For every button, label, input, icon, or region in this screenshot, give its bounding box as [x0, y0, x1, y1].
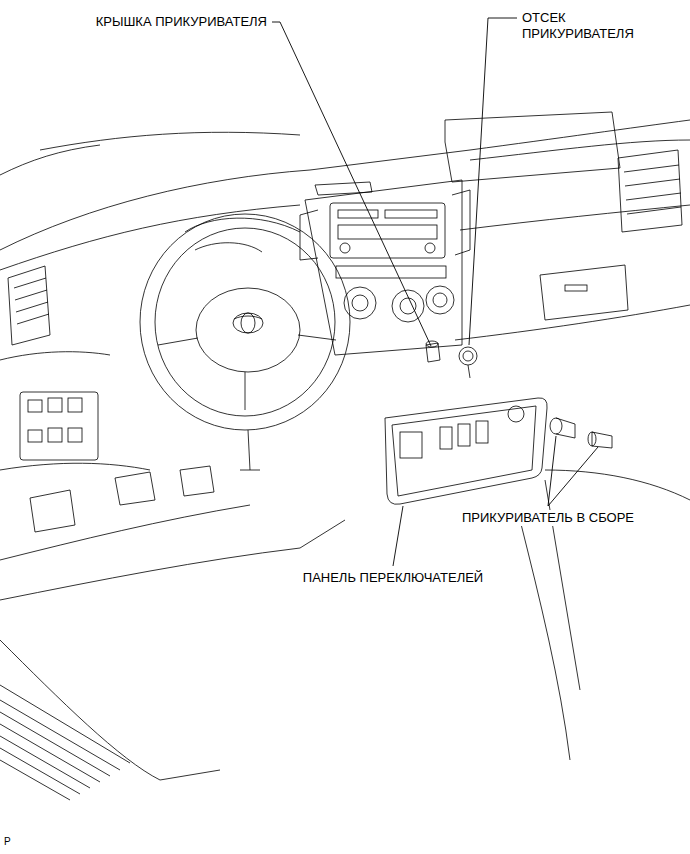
center-stack-part: [452, 190, 470, 255]
glove-box: [540, 265, 628, 320]
switch-panel-part: [400, 432, 422, 458]
steering-wheel-part: [196, 288, 300, 372]
dashboard-outline-part: [445, 112, 620, 182]
switch-panel-part: [476, 421, 488, 443]
left-switch-panel-part: [68, 428, 82, 442]
cigarette-lighter-parts-part: [550, 418, 562, 434]
dashboard-outline-part: [520, 520, 570, 760]
center-stack-part: [426, 286, 454, 314]
dashboard-outline-part: [160, 770, 220, 780]
leader-lines-part: [272, 22, 431, 346]
center-stack-part: [344, 287, 376, 319]
center-stack-part: [336, 266, 446, 278]
pedals-part: [180, 466, 214, 496]
steering-wheel-part: [240, 430, 260, 470]
leader-lines-part: [548, 436, 556, 506]
cigarette-lighter-parts: [426, 341, 612, 448]
center-stack-part: [340, 243, 350, 253]
pedals: [30, 466, 214, 532]
center-stack-part: [330, 203, 445, 258]
glove-box-part: [540, 265, 628, 320]
steering-wheel-part: [158, 335, 336, 410]
part-label: КРЫШКА ПРИКУРИВАТЕЛЯ: [95, 14, 268, 30]
center-stack-part: [305, 180, 462, 355]
air-vents-part: [618, 150, 682, 232]
air-vents-part: [8, 266, 50, 345]
dashboard-outline: [0, 112, 690, 780]
switch-panel-part: [440, 427, 452, 449]
glove-box-part: [565, 285, 587, 291]
cigarette-lighter-parts-part: [588, 432, 596, 446]
part-label: P: [3, 836, 12, 848]
leader-lines-part: [393, 506, 403, 566]
steering-wheel-part: [140, 214, 350, 430]
center-stack-part: [392, 290, 424, 322]
dashboard-outline-part: [545, 470, 690, 500]
center-stack-part: [352, 295, 368, 311]
steering-wheel: [140, 214, 350, 470]
left-switch-panel-part: [20, 392, 98, 460]
dashboard-outline-part: [315, 182, 372, 195]
center-stack-part: [385, 210, 437, 218]
cigarette-lighter-parts-part: [463, 351, 473, 361]
air-vents-part: [624, 165, 681, 214]
left-switch-panel-part: [28, 400, 42, 412]
air-vents: [8, 150, 682, 345]
cigarette-lighter-parts-part: [468, 365, 470, 378]
cigarette-lighter-parts-part: [426, 341, 438, 347]
steering-wheel-part: [185, 218, 300, 232]
steering-wheel-part: [195, 243, 262, 252]
center-stack-part: [300, 210, 318, 260]
floor-mat: [0, 685, 130, 800]
center-stack-part: [400, 298, 416, 314]
switch-panel-part: [508, 406, 524, 422]
dashboard-outline-part: [0, 352, 110, 360]
switch-panel-part: [458, 424, 470, 446]
dashboard-outline-part: [0, 120, 690, 250]
dashboard-outline-part: [455, 305, 690, 340]
dashboard-outline-part: [470, 140, 690, 160]
left-switch-panel-part: [68, 398, 82, 412]
dashboard-outline-part: [460, 205, 690, 230]
steering-wheel-part: [155, 228, 335, 416]
left-switch-panel-part: [48, 428, 62, 442]
center-stack-part: [338, 225, 437, 239]
cigarette-lighter-parts-part: [459, 347, 477, 365]
switch-panel-part: [392, 406, 536, 496]
center-stack-part: [338, 210, 378, 218]
left-switch-panel-part: [48, 398, 62, 412]
part-label: ОТСЕК ПРИКУРИВАТЕЛЯ: [521, 10, 651, 42]
cigarette-lighter-parts-part: [426, 343, 440, 362]
dashboard-outline-part: [0, 463, 150, 470]
left-switch-panel: [20, 392, 98, 460]
center-stack-part: [425, 243, 435, 253]
steering-wheel-part: [233, 313, 263, 333]
steering-wheel-part: [234, 316, 262, 319]
leader-lines-part: [548, 447, 598, 506]
dashboard-outline-part: [0, 548, 300, 600]
switch-panel-part: [385, 398, 547, 504]
switch-panel: [385, 398, 547, 504]
leader-lines: [272, 18, 598, 566]
dashboard-outline-part: [0, 145, 100, 175]
left-switch-panel-part: [28, 430, 42, 442]
dashboard-outline-part: [0, 505, 250, 560]
cigarette-lighter-parts-part: [556, 418, 575, 438]
leader-lines-part: [469, 18, 517, 345]
center-stack-part: [433, 293, 447, 307]
air-vents-part: [14, 278, 49, 324]
dashboard-outline-part: [40, 132, 300, 150]
part-label: ПАНЕЛЬ ПЕРЕКЛЮЧАТЕЛЕЙ: [302, 570, 484, 586]
center-stack: [300, 180, 470, 355]
dashboard-outline-part: [300, 520, 345, 548]
pedals-part: [30, 490, 75, 532]
pedals-part: [115, 472, 155, 505]
floor-mat-part: [0, 685, 130, 800]
part-label: ПРИКУРИВАТЕЛЬ В СБОРЕ: [461, 510, 635, 526]
